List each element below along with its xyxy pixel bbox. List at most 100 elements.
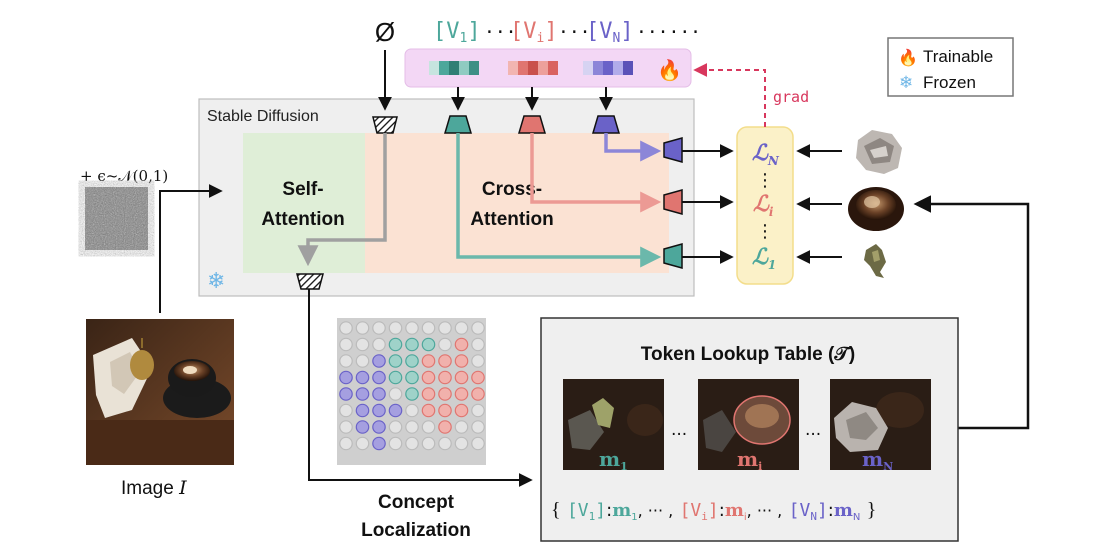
grid-node: [421, 436, 436, 451]
embedding-v1: [429, 61, 479, 75]
decoder-blocks: [663, 137, 683, 269]
grid-node: [355, 403, 370, 418]
grid-node: [471, 436, 485, 451]
grid-node: [454, 321, 469, 335]
grid-node: [339, 436, 353, 451]
grid-node: [339, 337, 353, 352]
grid-node: [438, 387, 452, 401]
legend-trainable-label: Trainable: [923, 47, 993, 66]
grid-node: [372, 403, 386, 418]
lookup-to-target-arrow: [913, 195, 1030, 430]
lookup-dots-1: ···: [671, 425, 687, 445]
grid-node: [355, 436, 370, 451]
concept-localization-arrow: [308, 289, 533, 487]
mask-thumb-1: m1: [563, 379, 664, 473]
legend-frozen-label: Frozen: [923, 73, 976, 92]
cross-attention-label-2: Attention: [470, 209, 553, 230]
loss-column: ℒN ⋮ ℒi ⋮ ℒ1: [736, 126, 794, 285]
grid-node: [372, 420, 386, 434]
loss-n: ℒN: [752, 140, 780, 168]
grid-node: [421, 321, 436, 335]
mask-thumb-n: mN: [830, 379, 931, 473]
grid-node: [339, 387, 353, 401]
grad-arrow: grad: [693, 63, 809, 127]
mask-label-1: m1: [599, 447, 628, 473]
vn-encoder: [591, 115, 621, 134]
decoder-to-loss-arrows: [682, 144, 734, 264]
grid-node: [454, 436, 469, 451]
input-image: [86, 319, 234, 465]
grid-node: [405, 403, 419, 418]
snowflake-icon: ❄: [899, 73, 913, 93]
grid-node: [388, 370, 403, 385]
target-cup-image: [848, 187, 904, 231]
snowflake-icon: ❄: [207, 269, 225, 294]
red-path: [530, 133, 662, 213]
grid-node: [355, 387, 370, 401]
grid-node: [405, 321, 419, 335]
grid-node: [438, 337, 452, 352]
grid-node: [454, 403, 469, 418]
gray-self-path: [297, 133, 387, 267]
grid-node: [372, 387, 386, 401]
stable-diffusion-title: Stable Diffusion: [207, 108, 319, 125]
loss-vdots-2: ⋮: [756, 221, 774, 242]
trainable-embedding-panel: 🔥: [404, 48, 692, 88]
empty-token-encoder: [372, 116, 398, 134]
vn-decoder: [663, 137, 683, 163]
mask-label-n: mN: [862, 447, 893, 473]
embedding-vi: [508, 61, 558, 75]
grid-node: [471, 321, 485, 335]
grid-node: [355, 354, 370, 368]
grid-node: [471, 370, 485, 385]
concept-localization-label-1: Concept: [378, 492, 455, 513]
grid-node: [454, 420, 469, 434]
embedding-vn: [583, 61, 633, 75]
token-lookup-table: Token Lookup Table (𝒯) m1 ··· mi ···: [540, 317, 959, 542]
grid-node: [372, 370, 386, 385]
grid-node: [438, 321, 452, 335]
fire-icon: 🔥: [898, 48, 918, 67]
grid-node: [471, 387, 485, 401]
noise-label: + ϵ~𝒩(0,1): [80, 167, 168, 185]
grid-node: [388, 354, 403, 368]
token-vi: [Vi]: [510, 19, 558, 46]
loss-1: ℒ1: [752, 244, 776, 272]
loss-i: ℒi: [753, 191, 774, 219]
encoder-blocks: [372, 115, 621, 134]
grad-label: grad: [773, 88, 809, 106]
grid-node: [339, 354, 353, 368]
grid-node: [454, 337, 469, 352]
grid-node: [471, 403, 485, 418]
vi-encoder: [517, 115, 547, 134]
grid-node: [339, 403, 353, 418]
mask-label-i: mi: [737, 447, 762, 473]
grid-node: [454, 354, 469, 368]
self-attention-region: [243, 133, 365, 273]
lookup-mapping: { [V1]:m1, ··· , [Vi]:mi, ··· , [VN]:mN …: [551, 497, 876, 525]
grid-node: [438, 403, 452, 418]
grid-node: [421, 370, 436, 385]
token-vn: [VN]: [586, 19, 634, 46]
loss-vdots-1: ⋮: [756, 170, 774, 191]
grid-node: [339, 420, 353, 434]
self-attention-output-block: [296, 273, 324, 290]
masked-targets: [796, 130, 904, 278]
grid-node: [471, 420, 485, 434]
token-dots-end: ······: [636, 22, 701, 43]
image-caption: Image I: [121, 477, 187, 499]
fire-icon: 🔥: [657, 58, 682, 82]
grid-node: [355, 370, 370, 385]
v1-encoder: [443, 115, 473, 134]
grid-node: [388, 436, 403, 451]
grid-node: [421, 354, 436, 368]
grid-node: [355, 337, 370, 352]
grid-node: [388, 337, 403, 352]
grid-node: [471, 337, 485, 352]
grid-node: [438, 370, 452, 385]
v1-decoder: [663, 243, 683, 269]
token-dots-1: ···: [484, 22, 517, 43]
grid-node: [388, 321, 403, 335]
grid-node: [355, 420, 370, 434]
